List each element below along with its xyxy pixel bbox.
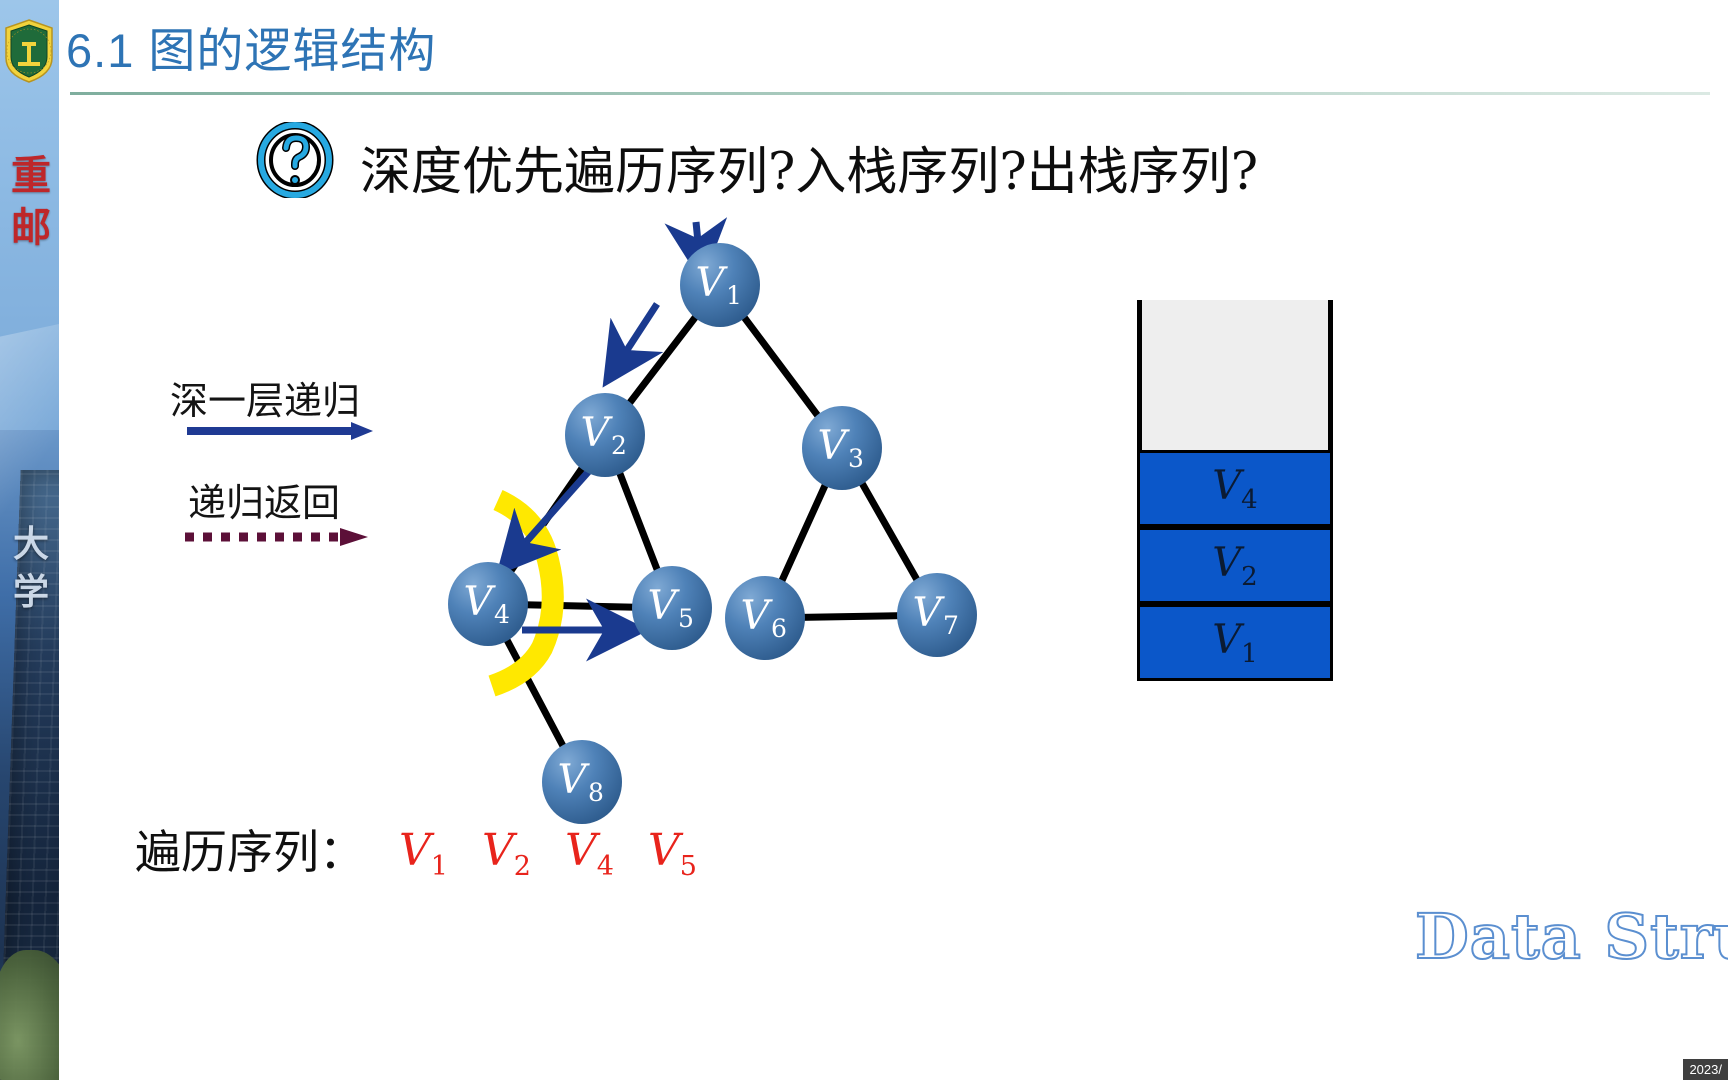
svg-text:V: V [581, 410, 614, 456]
stack-visualization: V4 V2 V1 [1137, 300, 1333, 681]
graph-node-V5[interactable]: V 5 [632, 566, 712, 650]
stack-cell-0-sub: 4 [1241, 484, 1258, 515]
legend-label-return: 递归返回 [188, 481, 341, 525]
svg-text:V: V [558, 757, 591, 803]
svg-text:5: 5 [678, 604, 694, 633]
stack-empty-space [1137, 300, 1333, 450]
stack-cell-1[interactable]: V2 [1137, 527, 1333, 604]
solid-arrow-right-icon [187, 422, 373, 440]
stack-cell-0-label: V4 [1212, 462, 1258, 515]
title-divider [70, 92, 1710, 95]
legend-label-deeper: 深一层递归 [170, 379, 361, 423]
graph-node-V3[interactable]: V 3 [802, 406, 882, 490]
page-title: 6.1 图的逻辑结构 [66, 24, 437, 77]
traversal-item-0-sub: 1 [430, 851, 448, 882]
university-crest-icon [5, 19, 53, 83]
date-badge: 2023/ [1683, 1059, 1728, 1080]
svg-text:4: 4 [494, 600, 510, 629]
graph-nodes: V 1 V 2 V 3 V 4 V 5 [448, 243, 977, 824]
graph-node-V6[interactable]: V 6 [725, 576, 805, 660]
sidebar-calligraphy-bottom: 大学 [12, 523, 49, 613]
stack-cell-2[interactable]: V1 [1137, 604, 1333, 681]
stack-cell-2-label: V1 [1212, 616, 1258, 669]
svg-text:V: V [648, 583, 681, 629]
svg-text:V: V [464, 579, 497, 625]
graph-node-V7[interactable]: V 7 [897, 573, 977, 657]
traversal-item-3: V5 [647, 825, 697, 882]
stack-cell-1-sub: 2 [1241, 561, 1258, 592]
sidebar-decoration: 重邮 大学 [0, 0, 62, 1080]
stack-cell-1-label: V2 [1212, 539, 1258, 592]
graph-diagram: V 1 V 2 V 3 V 4 V 5 [448, 217, 977, 824]
graph-node-V2[interactable]: V 2 [565, 393, 645, 477]
stack-cell-0[interactable]: V4 [1137, 450, 1333, 527]
svg-text:3: 3 [848, 444, 864, 473]
svg-text:V: V [818, 423, 851, 469]
svg-text:8: 8 [588, 778, 604, 807]
svg-text:V: V [741, 593, 774, 639]
traversal-sequence-label: 遍历序列： [135, 825, 365, 879]
graph-node-V8[interactable]: V 8 [542, 740, 622, 824]
sidebar-foliage [0, 950, 62, 1080]
question-text: 深度优先遍历序列?入栈序列?出栈序列? [360, 143, 1259, 202]
question-mark-circle-icon [256, 122, 334, 198]
svg-text:7: 7 [943, 611, 959, 640]
traversal-item-0: V1 [399, 825, 448, 882]
traversal-item-2: V4 [564, 825, 614, 882]
svg-text:V: V [696, 260, 729, 306]
graph-node-V4[interactable]: V 4 [448, 562, 528, 646]
traversal-item-1-sub: 2 [513, 851, 531, 882]
svg-text:V: V [913, 590, 946, 636]
svg-text:2: 2 [611, 431, 627, 460]
graph-node-V1[interactable]: V 1 [680, 243, 760, 327]
dotted-arrow-right-icon [185, 528, 368, 546]
sidebar-edge [59, 0, 62, 1080]
stack-cell-2-sub: 1 [1241, 638, 1258, 669]
watermark-text: Data Structur [1414, 899, 1728, 974]
svg-text:6: 6 [771, 614, 787, 643]
traversal-item-2-sub: 4 [596, 851, 614, 882]
graph-edges [484, 281, 941, 786]
sidebar-calligraphy-top: 重邮 [11, 152, 51, 251]
svg-text:1: 1 [726, 281, 742, 310]
traversal-sequence: 遍历序列： V1 V2 V4 V5 [135, 816, 697, 882]
traversal-item-3-sub: 5 [679, 851, 697, 882]
traversal-item-1: V2 [481, 825, 531, 882]
